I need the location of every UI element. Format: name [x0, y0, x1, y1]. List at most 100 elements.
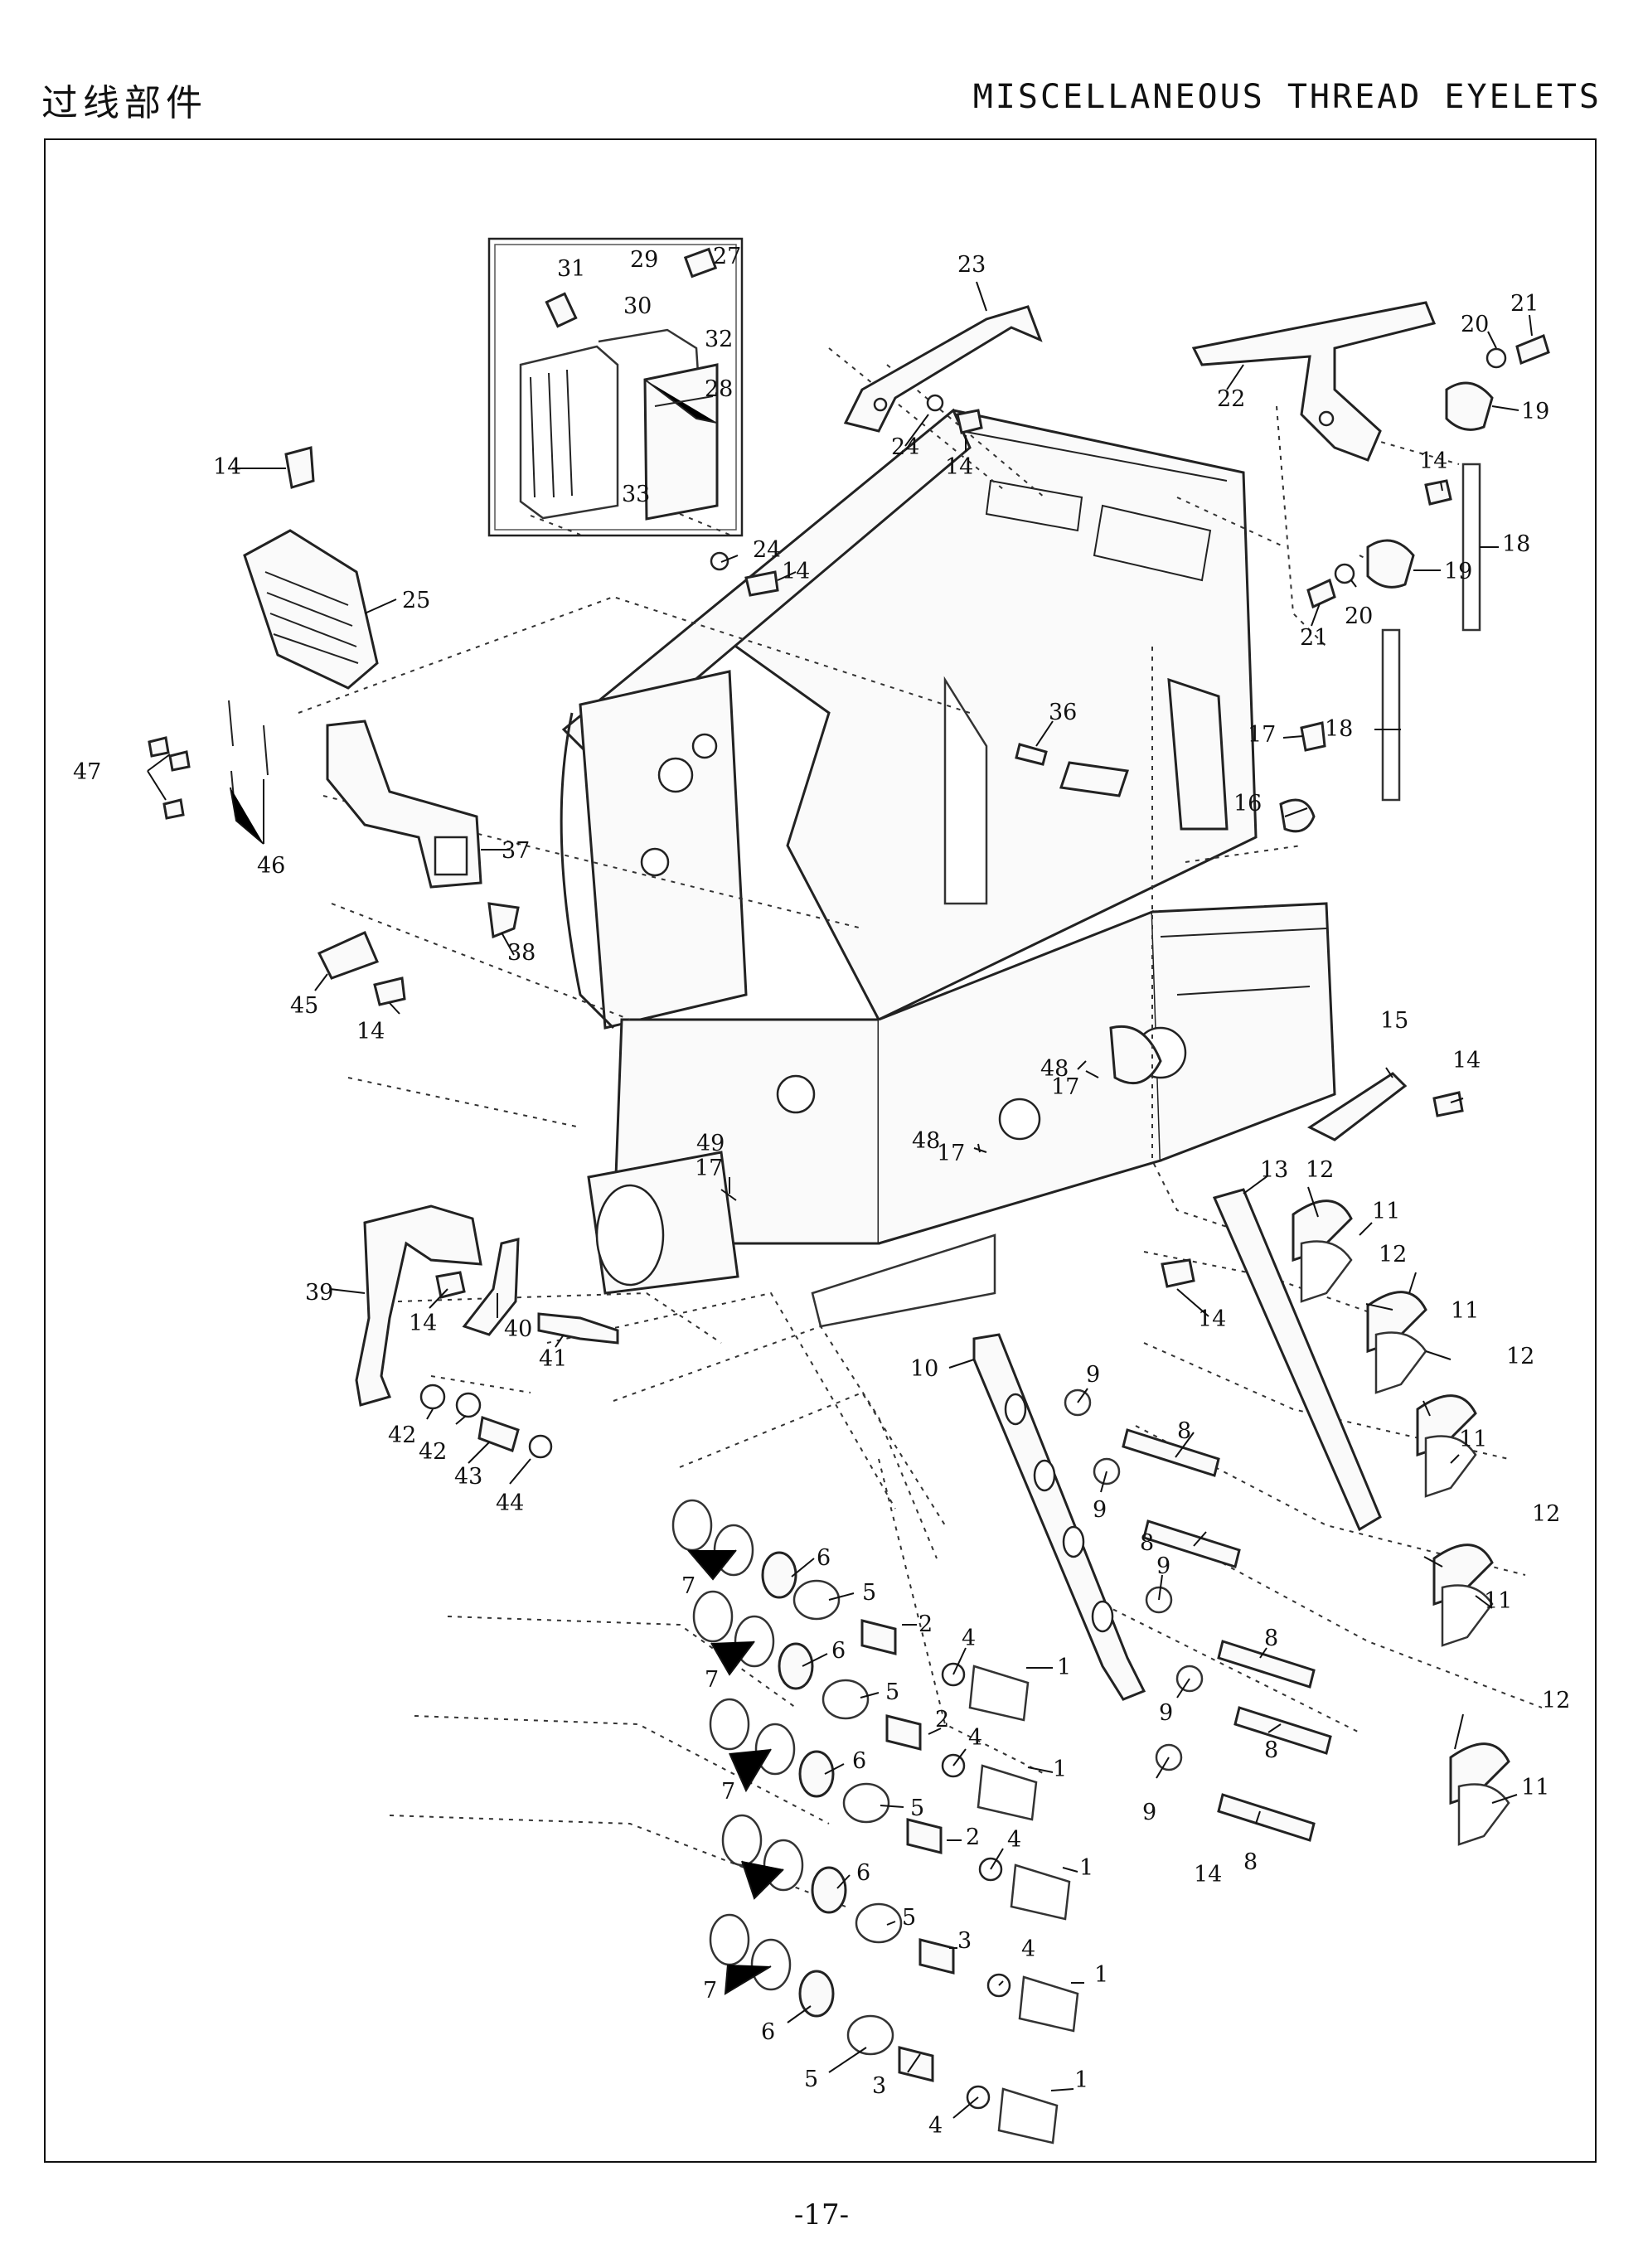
- tension-stack-row-3: [709, 1698, 1071, 1921]
- callout-8: 8: [1243, 1849, 1258, 1875]
- callout-7: 7: [721, 1779, 735, 1805]
- callout-2: 2: [935, 1707, 949, 1732]
- left-bottom-parts: [355, 1204, 619, 1459]
- callout-44: 44: [496, 1490, 524, 1516]
- top-parts: [148, 301, 1550, 1141]
- callout-49: 49: [696, 1131, 725, 1156]
- callout-6: 6: [761, 2019, 775, 2045]
- callout-15: 15: [1380, 1008, 1408, 1034]
- callout-46: 46: [257, 853, 285, 879]
- callout-1: 1: [1094, 1962, 1108, 1988]
- callout-14: 14: [1419, 448, 1447, 474]
- callout-5: 5: [902, 1905, 916, 1931]
- callout-8: 8: [1264, 1737, 1278, 1763]
- callout-38: 38: [507, 940, 536, 966]
- callout-4: 4: [928, 2113, 943, 2139]
- callout-17: 17: [695, 1156, 723, 1181]
- callout-28: 28: [705, 376, 733, 402]
- callout-42: 42: [388, 1422, 416, 1448]
- callout-1: 1: [1053, 1757, 1067, 1782]
- page-number: -17-: [793, 2198, 850, 2232]
- callout-11: 11: [1459, 1427, 1487, 1452]
- callout-8: 8: [1177, 1418, 1191, 1444]
- callout-6: 6: [817, 1545, 831, 1571]
- callout-5: 5: [885, 1679, 899, 1705]
- callout-14: 14: [409, 1311, 437, 1336]
- page-header: 过线部件 MISCELLANEOUS THREAD EYELETS: [0, 0, 1643, 137]
- callout-9: 9: [1156, 1553, 1170, 1579]
- title-english: MISCELLANEOUS THREAD EYELETS: [972, 78, 1602, 116]
- callout-14: 14: [1194, 1862, 1222, 1888]
- leader-lines: [147, 281, 1533, 2119]
- callout-24: 24: [753, 537, 781, 563]
- callout-43: 43: [454, 1464, 482, 1490]
- callout-30: 30: [623, 293, 652, 319]
- callout-11: 11: [1484, 1588, 1512, 1614]
- callout-12: 12: [1532, 1501, 1560, 1527]
- callout-5: 5: [862, 1580, 876, 1606]
- callout-12: 12: [1542, 1688, 1570, 1713]
- callout-29: 29: [630, 247, 658, 273]
- tension-stack-row-5: [709, 1913, 1059, 2144]
- callout-14: 14: [945, 454, 973, 480]
- callout-1: 1: [1074, 2067, 1088, 2093]
- callout-9: 9: [1086, 1362, 1100, 1388]
- callout-6: 6: [856, 1860, 870, 1886]
- callout-labels: 1 1 1 1 1 2 2 2 3 3 4 4 4 4 4 5 5 5 5 5 …: [73, 244, 1570, 2139]
- callout-23: 23: [957, 252, 986, 278]
- callout-41: 41: [539, 1346, 567, 1372]
- callout-17: 17: [1248, 722, 1276, 748]
- callout-18: 18: [1325, 716, 1353, 742]
- callout-14: 14: [782, 559, 810, 584]
- callout-1: 1: [1057, 1655, 1071, 1680]
- title-chinese: 过线部件: [41, 82, 207, 124]
- inset-thread-guide-assembly: [487, 237, 744, 537]
- callout-48: 48: [1040, 1056, 1069, 1082]
- callout-36: 36: [1049, 700, 1077, 725]
- callout-4: 4: [1007, 1827, 1021, 1853]
- callout-12: 12: [1379, 1242, 1407, 1267]
- callout-9: 9: [1093, 1497, 1107, 1523]
- callout-3: 3: [872, 2073, 886, 2099]
- callout-8: 8: [1264, 1626, 1278, 1651]
- callout-37: 37: [502, 838, 530, 864]
- callout-14: 14: [213, 454, 241, 480]
- right-side-parts: [1212, 1188, 1510, 1846]
- callout-7: 7: [705, 1667, 719, 1693]
- callout-12: 12: [1306, 1157, 1334, 1183]
- callout-21: 21: [1300, 625, 1328, 651]
- callout-42: 42: [419, 1439, 447, 1465]
- callout-48: 48: [912, 1128, 940, 1154]
- diagram-frame: [44, 138, 1597, 2163]
- callout-45: 45: [290, 993, 318, 1019]
- callout-14: 14: [1198, 1306, 1226, 1332]
- callout-16: 16: [1233, 791, 1262, 817]
- machine-body: [560, 408, 1336, 1328]
- callout-17: 17: [937, 1141, 965, 1166]
- callout-4: 4: [968, 1725, 982, 1751]
- callout-3: 3: [957, 1928, 972, 1954]
- callout-32: 32: [705, 327, 733, 352]
- callout-12: 12: [1506, 1344, 1534, 1369]
- callout-47: 47: [73, 759, 101, 785]
- callout-14: 14: [356, 1019, 385, 1044]
- callout-25: 25: [402, 588, 430, 613]
- callout-7: 7: [681, 1573, 695, 1599]
- callout-5: 5: [804, 2067, 818, 2092]
- callout-22: 22: [1217, 386, 1245, 412]
- callout-13: 13: [1260, 1157, 1288, 1183]
- callout-5: 5: [910, 1796, 924, 1821]
- callout-40: 40: [504, 1316, 532, 1342]
- callout-17: 17: [1051, 1074, 1079, 1100]
- callout-19: 19: [1521, 399, 1549, 424]
- callout-11: 11: [1372, 1199, 1400, 1224]
- callout-21: 21: [1510, 291, 1539, 317]
- callout-7: 7: [703, 1978, 717, 2004]
- callout-10: 10: [910, 1356, 938, 1382]
- callout-18: 18: [1502, 531, 1530, 557]
- callout-9: 9: [1159, 1700, 1173, 1726]
- callout-33: 33: [622, 482, 650, 507]
- callout-14: 14: [1452, 1048, 1481, 1073]
- tension-stacks: [671, 1499, 1079, 2144]
